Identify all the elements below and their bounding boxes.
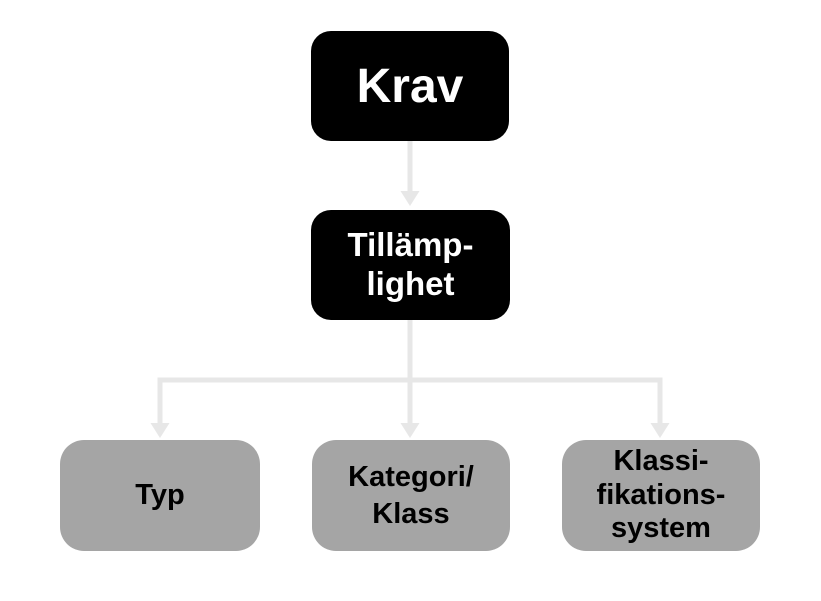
- arrowhead-tillamplighet: [400, 191, 420, 206]
- node-krav-label: Krav: [356, 59, 464, 113]
- node-kategori-klass-label: Kategori/ Klass: [348, 461, 474, 530]
- node-kategori-klass: Kategori/ Klass: [312, 440, 510, 551]
- arrowhead-kategori-klass: [400, 423, 420, 438]
- node-typ: Typ: [60, 440, 260, 551]
- node-klassifikationssystem: Klassi- fikations- system: [562, 440, 760, 551]
- node-tillamplighet-label: Tillämp- lighet: [347, 226, 474, 302]
- node-klassifikationssystem-label: Klassi- fikations- system: [596, 445, 726, 545]
- arrowhead-typ: [150, 423, 170, 438]
- edge-tillamplighet-branch: [157, 377, 663, 424]
- node-krav: Krav: [311, 31, 509, 141]
- arrowhead-klassifikationssystem: [650, 423, 670, 438]
- node-typ-label: Typ: [135, 479, 185, 511]
- node-tillamplighet: Tillämp- lighet: [311, 210, 510, 320]
